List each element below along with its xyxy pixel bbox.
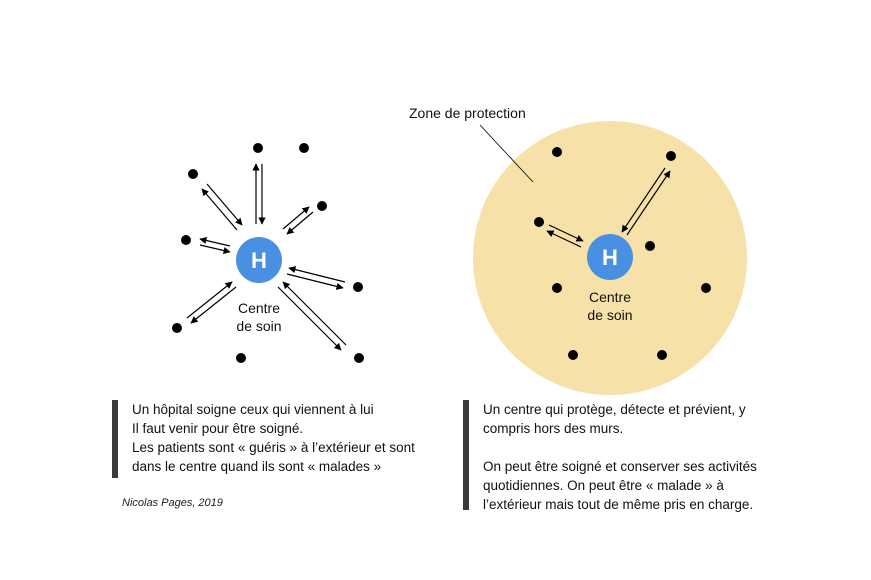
left-arrows	[186, 163, 347, 351]
caption-line: Il faut venir pour être soigné.	[132, 421, 304, 436]
caption-line: On peut être soigné et conserver ses act…	[483, 459, 757, 474]
patient-dot	[353, 282, 363, 292]
right-arrows	[546, 167, 671, 248]
care-center-hub	[587, 234, 633, 280]
patient-dot	[317, 201, 327, 211]
patient-dot	[657, 350, 667, 360]
caption-line: compris hors des murs.	[483, 421, 624, 436]
hub-label-line-2: de soin	[587, 307, 632, 323]
caption-hospital: Un hôpital soigne ceux qui viennent à lu…	[112, 400, 442, 478]
hub-letter: H	[251, 248, 267, 273]
hub-label-line-2: de soin	[236, 318, 281, 334]
right-dots	[534, 147, 711, 360]
hub-label-line-1: Centre	[238, 300, 280, 316]
arrow-out	[190, 286, 237, 324]
caption-line: quotidiennes. On peut être « malade » à	[483, 478, 724, 493]
arrow-in	[186, 281, 233, 319]
arrow-out	[286, 273, 344, 290]
patient-dot	[645, 241, 655, 251]
patient-dot	[552, 283, 562, 293]
arrow-in	[282, 281, 347, 346]
patient-dot	[354, 353, 364, 363]
arrow-in	[548, 224, 584, 242]
arrow-in	[286, 211, 314, 235]
caption-line: Les patients sont « guéris » à l’extérie…	[132, 440, 415, 455]
left-dots	[172, 143, 364, 363]
arrow-out	[201, 188, 238, 231]
caption-line: l’extérieur mais tout de même pris en ch…	[483, 497, 754, 512]
caption-bar	[112, 400, 118, 478]
patient-dot	[701, 283, 711, 293]
zone-label: Zone de protection	[409, 105, 526, 121]
patient-dot	[552, 147, 562, 157]
caption-line: dans le centre quand ils sont « malades …	[132, 459, 382, 474]
patient-dot	[568, 350, 578, 360]
patient-dot	[188, 169, 198, 179]
arrow-in	[288, 266, 346, 283]
patient-dot	[181, 235, 191, 245]
hospital-hub	[236, 237, 282, 283]
arrow-out	[277, 286, 342, 351]
arrow-out	[546, 230, 582, 248]
arrow-out	[199, 236, 231, 247]
arrow-in	[621, 167, 666, 233]
patient-dot	[534, 217, 544, 227]
caption-care-center: Un centre qui protège, détecte et prévie…	[463, 400, 793, 512]
patient-dot	[253, 143, 263, 153]
caption-paragraph-1: Un centre qui protège, détecte et prévie…	[483, 400, 793, 438]
arrow-in	[206, 183, 243, 226]
arrow-out	[282, 206, 310, 230]
patient-dot	[666, 151, 676, 161]
hub-letter: H	[602, 245, 618, 270]
zone-label-leader	[479, 124, 534, 183]
caption-line: Un centre qui protège, détecte et prévie…	[483, 402, 746, 417]
patient-dot	[299, 143, 309, 153]
hub-label-line-1: Centre	[589, 289, 631, 305]
caption-line: Un hôpital soigne ceux qui viennent à lu…	[132, 402, 374, 417]
patient-dot	[172, 323, 182, 333]
caption-paragraph-2: On peut être soigné et conserver ses act…	[483, 457, 793, 514]
arrow-in	[199, 244, 231, 255]
patient-dot	[236, 353, 246, 363]
caption-bar	[463, 400, 469, 510]
author-credit: Nicolas Pages, 2019	[122, 497, 223, 509]
arrow-out	[626, 170, 671, 236]
